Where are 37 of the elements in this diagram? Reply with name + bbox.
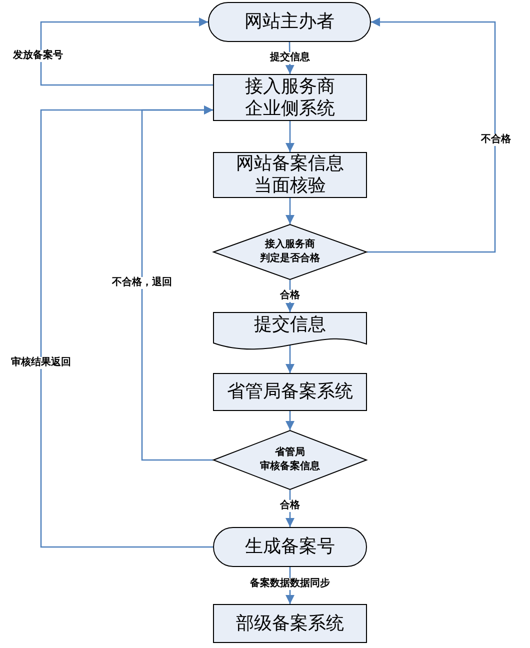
node-label: 审核备案信息 bbox=[260, 460, 320, 474]
connector-arrow bbox=[40, 106, 213, 548]
node-label: 部级备案系统 bbox=[236, 612, 344, 634]
node-label: 接入服务商 bbox=[245, 76, 335, 98]
terminal-shape bbox=[213, 527, 367, 567]
edge-label: 审核结果返回 bbox=[10, 357, 72, 369]
connector-arrow bbox=[40, 18, 213, 86]
process-box bbox=[213, 604, 367, 643]
process-box bbox=[213, 373, 367, 411]
edge-label: 备案数据数据同步 bbox=[249, 578, 331, 590]
terminal-shape bbox=[208, 2, 371, 42]
edge-label: 不合格 bbox=[480, 134, 512, 146]
node-label: 提交信息 bbox=[254, 314, 326, 336]
connector-arrow bbox=[286, 411, 294, 430]
connector-arrow bbox=[367, 18, 496, 253]
connector-arrow bbox=[286, 345, 294, 373]
node-label: 判定是否合格 bbox=[260, 252, 320, 266]
node-label: 网站备案信息 bbox=[236, 153, 344, 175]
edge-label: 合格 bbox=[279, 290, 301, 302]
node-label: 企业侧系统 bbox=[245, 98, 335, 120]
node-label: 省管局 bbox=[275, 446, 305, 460]
node-label: 接入服务商 bbox=[265, 238, 315, 252]
decision-diamond bbox=[213, 430, 367, 490]
edge-label: 合格 bbox=[279, 500, 301, 512]
edge-label: 发放备案号 bbox=[12, 50, 64, 62]
connector-arrow bbox=[286, 198, 294, 224]
process-box bbox=[213, 152, 367, 198]
process-box bbox=[213, 74, 367, 121]
edge-label: 不合格，退回 bbox=[111, 277, 173, 289]
document-shape bbox=[213, 312, 367, 352]
decision-diamond bbox=[213, 224, 367, 280]
node-label: 省管局备案系统 bbox=[227, 381, 353, 403]
node-label: 网站主办者 bbox=[244, 11, 334, 33]
node-label: 当面核验 bbox=[254, 175, 326, 197]
connector-arrow bbox=[286, 121, 294, 152]
node-label: 生成备案号 bbox=[245, 536, 335, 558]
edge-label: 提交信息 bbox=[269, 52, 311, 64]
